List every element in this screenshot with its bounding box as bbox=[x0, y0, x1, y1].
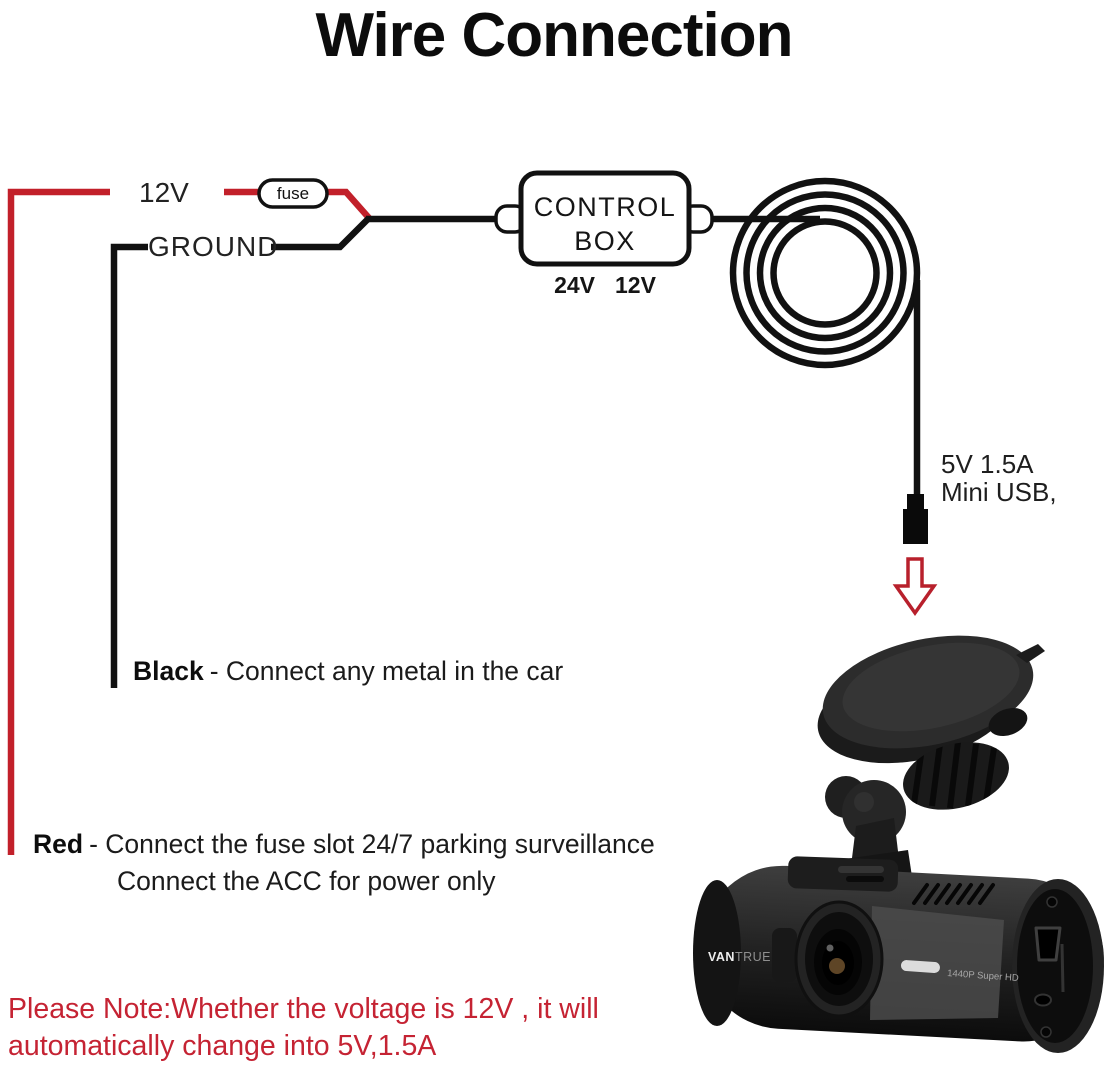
fuse-pill bbox=[257, 178, 329, 209]
fuse-label: fuse bbox=[276, 183, 310, 203]
legend-black-desc: - Connect any metal in the car bbox=[209, 656, 564, 686]
usb-spec-note: 5V 1.5A Mini USB, bbox=[941, 450, 1057, 506]
usb-spec-line1: 5V 1.5A bbox=[941, 449, 1034, 479]
red-wire bbox=[7, 188, 372, 855]
legend-red-desc2: Connect the ACC for power only bbox=[117, 866, 496, 896]
control-box-label: CONTROL BOX bbox=[521, 190, 689, 258]
coiled-cable bbox=[708, 177, 921, 497]
dashcam-illustration: VANTRUE 1440P Super HD bbox=[693, 635, 1104, 1053]
camera-ports bbox=[900, 879, 1104, 1053]
camera-lens bbox=[794, 900, 884, 1018]
suction-mount bbox=[817, 635, 1045, 764]
lock-ring bbox=[903, 741, 1009, 810]
model-label: 1440P Super HD bbox=[947, 968, 1019, 984]
camera-body bbox=[693, 856, 1104, 1042]
voltage-inputs: 24V 12V bbox=[521, 272, 689, 299]
label-12v: 12V bbox=[139, 177, 189, 208]
legend-black-wire: Black- Connect any metal in the car bbox=[133, 656, 563, 687]
label-ground: GROUND bbox=[148, 231, 279, 262]
black-wire bbox=[110, 215, 502, 688]
control-box-line1: CONTROL bbox=[533, 192, 677, 222]
legend-red-term: Red bbox=[33, 829, 84, 859]
legend-red-wire: Red- Connect the fuse slot 24/7 parking … bbox=[33, 829, 655, 860]
voltage-warning-note: Please Note:Whether the voltage is 12V ,… bbox=[8, 991, 599, 1065]
control-box bbox=[494, 170, 714, 267]
down-arrow-icon bbox=[892, 557, 938, 617]
page-title: Wire Connection bbox=[315, 1, 793, 70]
warning-line1: Please Note:Whether the voltage is 12V ,… bbox=[8, 993, 599, 1025]
vent-lines bbox=[912, 883, 995, 905]
control-box-line2: BOX bbox=[574, 226, 636, 256]
voltage-12v: 12V bbox=[615, 272, 656, 298]
voltage-24v: 24V bbox=[554, 272, 595, 298]
warning-line2: automatically change into 5V,1.5A bbox=[8, 1030, 437, 1062]
legend-black-term: Black bbox=[133, 656, 204, 686]
legend-red-desc: - Connect the fuse slot 24/7 parking sur… bbox=[89, 829, 655, 859]
brand-logo: VANTRUE bbox=[708, 950, 771, 964]
mini-usb-connector-icon bbox=[903, 494, 928, 544]
usb-spec-line2: Mini USB, bbox=[941, 477, 1057, 507]
